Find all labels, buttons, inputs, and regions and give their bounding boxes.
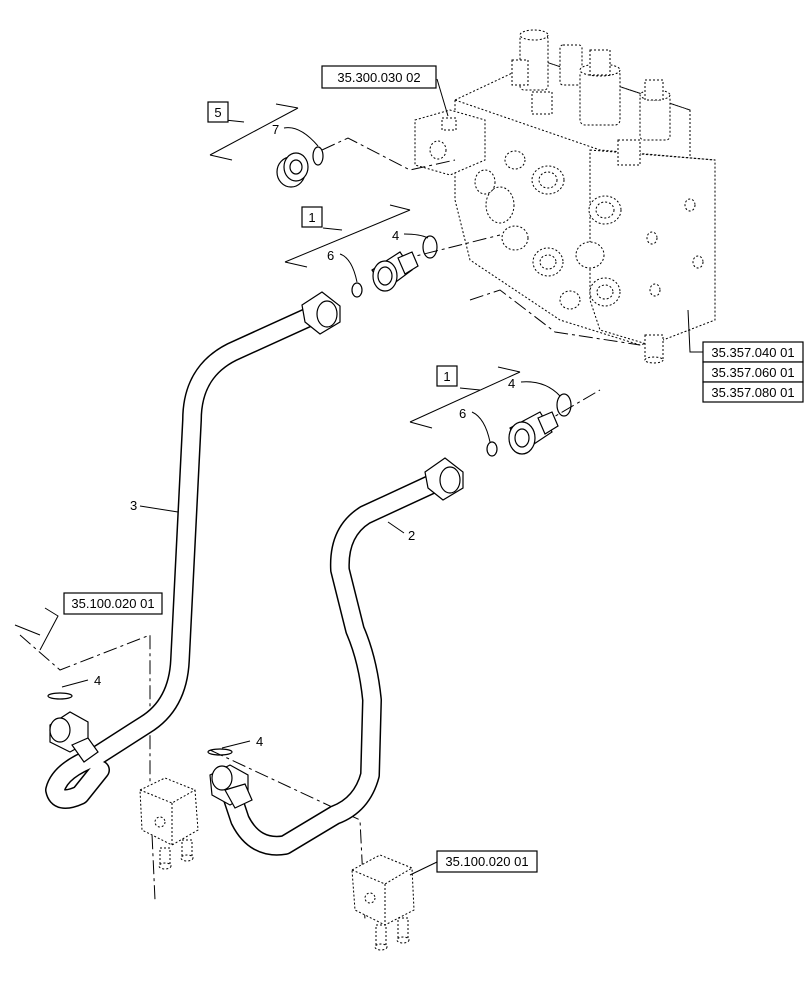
svg-text:35.300.030 02: 35.300.030 02 bbox=[337, 70, 420, 85]
svg-text:35.100.020 01: 35.100.020 01 bbox=[71, 596, 154, 611]
callout-4-mid: 4 bbox=[256, 734, 263, 749]
clamp-left bbox=[139, 777, 199, 870]
callout-6-upper: 6 bbox=[327, 248, 334, 263]
callout-3: 3 bbox=[130, 498, 137, 513]
left-oring bbox=[47, 692, 73, 700]
ref-box-clamp-right[interactable]: 35.100.020 01 bbox=[436, 850, 538, 873]
ref-box-valve-1[interactable]: 35.357.040 01 bbox=[702, 341, 804, 363]
svg-text:35.357.040 01: 35.357.040 01 bbox=[711, 345, 794, 360]
oring-7 bbox=[312, 146, 324, 166]
kit-label-1-upper: 1 bbox=[301, 206, 323, 228]
kit-label-5: 5 bbox=[207, 101, 229, 123]
svg-text:1: 1 bbox=[443, 369, 450, 384]
ref-box-clamp-left[interactable]: 35.100.020 01 bbox=[63, 592, 163, 615]
svg-text:35.357.080 01: 35.357.080 01 bbox=[711, 385, 794, 400]
callout-4-lower: 4 bbox=[508, 376, 515, 391]
svg-text:1: 1 bbox=[308, 210, 315, 225]
plug-fitting bbox=[276, 146, 324, 188]
callout-6-lower: 6 bbox=[459, 406, 466, 421]
svg-text:35.357.060 01: 35.357.060 01 bbox=[711, 365, 794, 380]
svg-text:5: 5 bbox=[214, 105, 221, 120]
kit-label-1-lower: 1 bbox=[436, 365, 458, 387]
leaders bbox=[61, 78, 703, 876]
control-valve-assembly bbox=[414, 29, 716, 364]
mid-oring bbox=[207, 748, 233, 756]
clamp-right bbox=[351, 854, 415, 951]
kit-bracket-left-clamp bbox=[14, 607, 59, 651]
callout-4-left: 4 bbox=[94, 673, 101, 688]
ref-box-valve-top[interactable]: 35.300.030 02 bbox=[321, 65, 437, 89]
tube-2 bbox=[209, 457, 464, 856]
ref-box-valve-3[interactable]: 35.357.080 01 bbox=[702, 381, 804, 403]
lower-straight-fitting bbox=[486, 393, 572, 457]
upper-straight-fitting bbox=[351, 235, 438, 298]
svg-text:35.100.020 01: 35.100.020 01 bbox=[445, 854, 528, 869]
kit-bracket-1-upper bbox=[284, 204, 411, 268]
tube-3 bbox=[45, 291, 341, 809]
callout-2: 2 bbox=[408, 528, 415, 543]
kit-bracket-1-lower bbox=[409, 366, 521, 429]
ref-box-valve-2[interactable]: 35.357.060 01 bbox=[702, 361, 804, 383]
callout-7: 7 bbox=[272, 122, 279, 137]
callout-4-upper: 4 bbox=[392, 228, 399, 243]
